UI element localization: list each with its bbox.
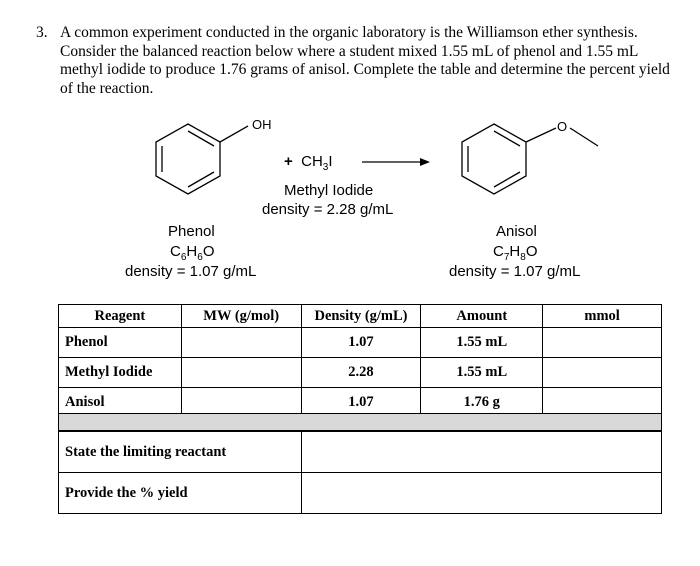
density-cell: 1.07 (300, 327, 422, 358)
limiting-reactant-input[interactable] (300, 431, 663, 473)
density-cell: 2.28 (300, 357, 422, 388)
mw-input-cell[interactable] (180, 387, 302, 418)
phenol-formula: C6H6O (170, 243, 215, 263)
table-row: Methyl Iodide 2.28 1.55 mL (58, 357, 662, 388)
answer-row: State the limiting reactant (58, 431, 663, 473)
methyl-iodide-density: density = 2.28 g/mL (262, 201, 394, 218)
methyl-iodide-formula: + CH3I (284, 153, 333, 173)
reagent-cell: Methyl Iodide (58, 357, 182, 388)
question-text: A common experiment conducted in the org… (60, 24, 670, 97)
header-reagent: Reagent (58, 304, 182, 328)
anisol-name: Anisol (496, 223, 537, 240)
mmol-input-cell[interactable] (542, 357, 662, 388)
mw-input-cell[interactable] (180, 327, 302, 358)
limiting-reactant-label: State the limiting reactant (58, 431, 302, 473)
percent-yield-label: Provide the % yield (58, 472, 302, 514)
phenol-density: density = 1.07 g/mL (125, 263, 257, 280)
reagent-table: Reagent MW (g/mol) Density (g/mL) Amount… (58, 304, 662, 418)
oh-label: OH (252, 117, 272, 132)
answer-row: Provide the % yield (58, 472, 663, 514)
phenol-structure (155, 123, 249, 195)
anisol-density: density = 1.07 g/mL (449, 263, 581, 280)
table-separator-bar (58, 413, 662, 431)
header-amount: Amount (420, 304, 544, 328)
mw-input-cell[interactable] (180, 357, 302, 388)
plus-sign: + (284, 153, 293, 170)
answer-table: State the limiting reactant Provide the … (58, 431, 663, 514)
amount-cell: 1.55 mL (420, 357, 544, 388)
mmol-input-cell[interactable] (542, 327, 662, 358)
methyl-iodide-name: Methyl Iodide (284, 182, 374, 199)
header-density: Density (g/mL) (300, 304, 422, 328)
phenol-name: Phenol (168, 223, 215, 240)
header-mw: MW (g/mol) (180, 304, 302, 328)
header-mmol: mmol (542, 304, 662, 328)
reagent-cell: Anisol (58, 387, 182, 418)
reagent-cell: Phenol (58, 327, 182, 358)
question-number: 3. (36, 24, 48, 41)
anisol-structure (461, 123, 599, 195)
anisol-formula: C7H8O (493, 243, 538, 263)
table-row: Phenol 1.07 1.55 mL (58, 327, 662, 358)
table-header-row: Reagent MW (g/mol) Density (g/mL) Amount… (58, 304, 662, 328)
reaction-arrow (362, 158, 430, 166)
table-row: Anisol 1.07 1.76 g (58, 387, 662, 418)
anisol-o-label: O (557, 119, 568, 134)
amount-cell: 1.55 mL (420, 327, 544, 358)
amount-cell: 1.76 g (420, 387, 544, 418)
percent-yield-input[interactable] (300, 472, 663, 514)
density-cell: 1.07 (300, 387, 422, 418)
